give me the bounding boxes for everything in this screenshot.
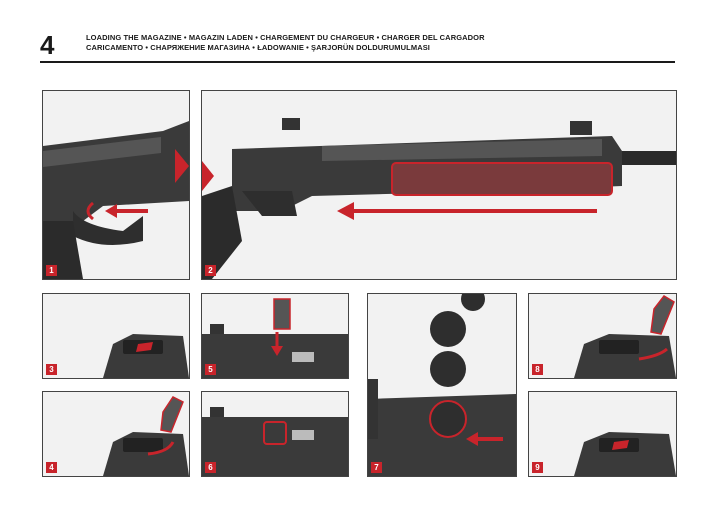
step-6-badge: 6 xyxy=(205,462,216,473)
step-8-illustration xyxy=(529,294,676,378)
step-4-badge: 4 xyxy=(46,462,57,473)
step-8-panel: 8 xyxy=(528,293,677,379)
title-line-2: CARICAMENTO • СНАРЯЖЕНИЕ МАГАЗИНА • ŁADO… xyxy=(86,43,430,52)
step-3-illustration xyxy=(43,294,189,378)
step-8-badge: 8 xyxy=(532,364,543,375)
step-7-badge: 7 xyxy=(371,462,382,473)
step-1-badge: 1 xyxy=(46,265,57,276)
step-9-badge: 9 xyxy=(532,462,543,473)
step-2-panel: 2 xyxy=(201,90,677,280)
step-5-panel: 5 xyxy=(201,293,349,379)
step-2-illustration xyxy=(202,91,676,279)
title-divider xyxy=(40,61,675,63)
step-7-panel: 7 xyxy=(367,293,517,477)
step-5-badge: 5 xyxy=(205,364,216,375)
step-1-illustration xyxy=(43,91,189,279)
page-number: 4 xyxy=(40,30,55,60)
step-7-illustration xyxy=(368,294,516,476)
title-line-1: LOADING THE MAGAZINE • MAGAZIN LADEN • C… xyxy=(86,33,485,42)
step-4-illustration xyxy=(43,392,189,476)
section-title: LOADING THE MAGAZINE • MAGAZIN LADEN • C… xyxy=(86,33,485,53)
step-9-panel: 9 xyxy=(528,391,677,477)
step-6-panel: 6 xyxy=(201,391,349,477)
step-5-illustration xyxy=(202,294,348,378)
step-2-badge: 2 xyxy=(205,265,216,276)
step-3-badge: 3 xyxy=(46,364,57,375)
step-9-illustration xyxy=(529,392,676,476)
step-6-illustration xyxy=(202,392,348,476)
step-3-panel: 3 xyxy=(42,293,190,379)
step-1-panel: 1 xyxy=(42,90,190,280)
step-4-panel: 4 xyxy=(42,391,190,477)
